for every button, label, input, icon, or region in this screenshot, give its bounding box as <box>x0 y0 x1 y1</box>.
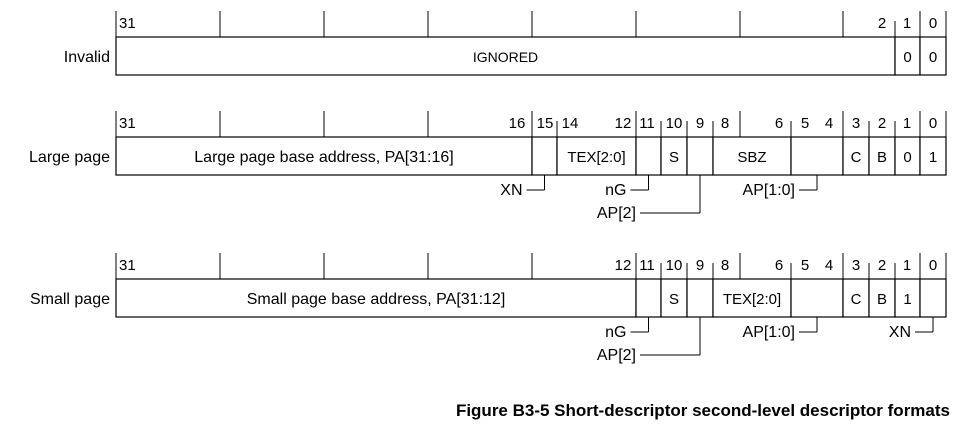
callout-label: XN <box>500 182 522 199</box>
field-label: B <box>877 149 887 166</box>
bit-number: 1 <box>903 15 911 32</box>
field-box <box>712 136 792 176</box>
field-box <box>842 278 870 318</box>
field-box <box>919 136 947 176</box>
field-label: SBZ <box>737 149 766 166</box>
field-label: B <box>877 291 887 308</box>
field-box <box>894 278 921 318</box>
bit-number: 1 <box>903 115 911 132</box>
bit-number: 10 <box>666 115 683 132</box>
field-box <box>790 278 844 318</box>
field-box <box>531 136 558 176</box>
field-box <box>556 136 637 176</box>
field-label: 0 <box>903 49 911 66</box>
callout-label: XN <box>889 324 911 341</box>
field-box <box>919 36 947 76</box>
field-label: 0 <box>929 49 937 66</box>
field-label: S <box>669 149 679 166</box>
bit-number: 16 <box>509 115 526 132</box>
row-label: Large page <box>29 149 110 166</box>
field-label: C <box>851 291 862 308</box>
field-label: Small page base address, PA[31:12] <box>247 291 506 308</box>
bit-number: 12 <box>615 115 632 132</box>
field-box <box>919 278 947 318</box>
bit-number: 8 <box>721 115 729 132</box>
field-box <box>686 136 714 176</box>
bit-number: 4 <box>825 115 833 132</box>
field-box <box>686 278 714 318</box>
bit-number: 9 <box>696 257 704 274</box>
bit-number: 8 <box>721 257 729 274</box>
field-box <box>894 136 921 176</box>
callout-label: AP[2] <box>597 205 636 222</box>
field-box <box>894 36 921 76</box>
bit-number: 2 <box>878 15 886 32</box>
bit-number: 3 <box>852 257 860 274</box>
bit-number: 10 <box>666 257 683 274</box>
bit-number: 3 <box>852 115 860 132</box>
bit-number: 31 <box>119 15 136 32</box>
row-label: Small page <box>30 291 110 308</box>
field-box <box>712 278 792 318</box>
bit-number: 31 <box>119 257 136 274</box>
field-box <box>790 136 844 176</box>
bit-number: 0 <box>929 115 937 132</box>
bit-number: 11 <box>639 257 655 274</box>
bit-number: 15 <box>537 115 554 132</box>
bit-number: 4 <box>825 257 833 274</box>
bit-number: 2 <box>878 257 886 274</box>
field-box <box>635 136 662 176</box>
bit-number: 6 <box>775 257 783 274</box>
field-label: 1 <box>929 149 937 166</box>
field-label: IGNORED <box>473 49 538 65</box>
field-box <box>115 136 533 176</box>
bit-number: 2 <box>878 115 886 132</box>
bit-number: 1 <box>903 257 911 274</box>
bit-number: 14 <box>562 115 579 132</box>
bit-number: 11 <box>639 115 655 132</box>
bit-number: 6 <box>775 115 783 132</box>
field-label: TEX[2:0] <box>723 291 781 308</box>
bit-number: 9 <box>696 115 704 132</box>
field-box <box>635 278 662 318</box>
figure-caption: Figure B3-5 Short-descriptor second-leve… <box>455 401 950 420</box>
field-label: 1 <box>903 291 911 308</box>
bit-number: 0 <box>929 15 937 32</box>
field-label: 0 <box>903 149 911 166</box>
field-label: S <box>669 291 679 308</box>
field-label: TEX[2:0] <box>567 149 625 166</box>
bit-number: 5 <box>801 257 809 274</box>
callout-label: nG <box>605 324 626 341</box>
field-box <box>115 278 637 318</box>
bit-number: 12 <box>615 257 632 274</box>
callout-label: AP[1:0] <box>743 324 795 341</box>
bit-number: 0 <box>929 257 937 274</box>
callout-label: nG <box>605 182 626 199</box>
bit-number: 31 <box>119 115 136 132</box>
field-label: Large page base address, PA[31:16] <box>194 149 453 166</box>
bit-number: 5 <box>801 115 809 132</box>
field-label: C <box>851 149 862 166</box>
callout-label: AP[1:0] <box>743 182 795 199</box>
callout-label: AP[2] <box>597 347 636 364</box>
row-label: Invalid <box>64 49 110 66</box>
